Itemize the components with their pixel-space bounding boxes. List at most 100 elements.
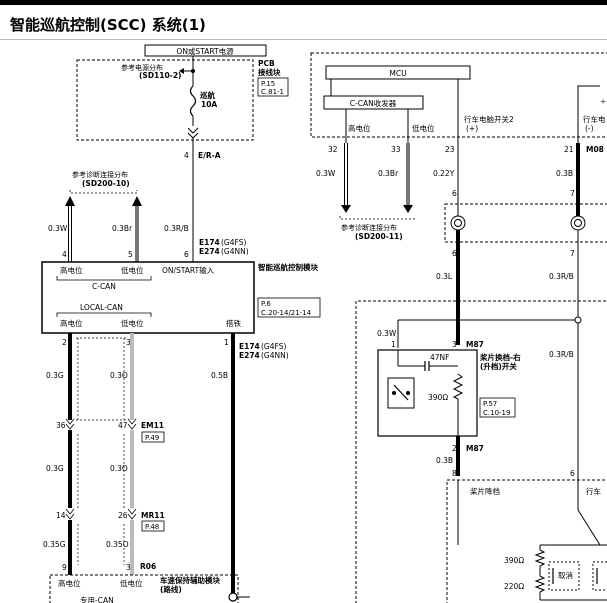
ref-power-code: (SD110-2) — [139, 71, 181, 80]
wire-label-0.35g: 0.35G — [43, 540, 66, 549]
mcu-wire-label-0.3b: 0.3B — [556, 169, 573, 178]
bottom-can: 专用-CAN — [80, 595, 114, 603]
scc-module-title: 智能巡航控制模块 — [258, 262, 318, 272]
mcu-wire-label-0.22y: 0.22Y — [433, 169, 455, 178]
diag-arrow-white-head — [65, 196, 75, 206]
paddle-cap-label: 47NF — [430, 353, 449, 362]
ref-diag-2-bracket — [339, 216, 415, 220]
fuse-label-1: 巡航 — [200, 90, 215, 100]
lower-res-220: 220Ω — [504, 582, 524, 591]
twisted-pair-dash-1 — [76, 337, 126, 421]
mcu-label-box — [325, 65, 471, 80]
wire-label-0.3l: 0.3L — [436, 272, 453, 281]
clock-spring-left-inner — [454, 219, 462, 227]
wire-label-0.3g-1: 0.3G — [46, 371, 64, 380]
lower-resistor-390 — [534, 549, 546, 567]
mcu-pin-33: 33 — [391, 145, 401, 154]
module-low-2: 低电位 — [121, 318, 144, 328]
em11-chevron-g — [65, 418, 75, 430]
ref-power-label: 参考电源分布 — [121, 63, 163, 72]
lower-switch-dashed-box — [446, 479, 607, 603]
mr11-chevron-g — [65, 508, 75, 520]
module-ref-1: P.6 — [261, 300, 271, 308]
clock-spring-left-outer — [450, 215, 466, 231]
hold-module-label-2: (路线) — [160, 584, 182, 594]
e174-label: E174 — [199, 238, 220, 247]
module-ref-box — [257, 297, 321, 318]
pin-2: 2 — [62, 338, 67, 347]
em11-ref-box — [141, 431, 165, 443]
fuse-label-2: 10A — [201, 100, 217, 109]
ground-terminal — [228, 592, 238, 602]
bottom-low: 低电位 — [120, 578, 143, 588]
drive-bottom-label: 行车 — [586, 486, 601, 496]
mr11-ref: P.48 — [145, 523, 159, 531]
paddle-resistor — [452, 373, 464, 400]
drive-right-label: 行车电 — [583, 114, 606, 124]
pin-1: 1 — [224, 338, 229, 347]
wire-label-0.3rb-right: 0.3R/B — [549, 272, 574, 281]
clock-pin-7: 7 — [570, 189, 575, 198]
mcu-diag-arrow-br — [403, 205, 413, 213]
mcu-high-label: 高电位 — [348, 123, 371, 133]
em11-chevron-o — [127, 418, 137, 430]
e274-lower: E274 — [239, 351, 260, 360]
ref-diag-2-code: (SD200-11) — [355, 232, 403, 241]
lower-res-390: 390Ω — [504, 556, 524, 565]
module-ref-2: C.20-14/21-14 — [261, 309, 312, 317]
g4fs-lower: (G4FS) — [261, 342, 286, 351]
ref-diag-1-code: (SD200-10) — [82, 179, 130, 188]
clock-spring-right-outer — [570, 215, 586, 231]
c-can-bracket — [56, 276, 152, 281]
paddle-label-1: 桨片换档-右 — [479, 352, 521, 362]
em11-label: EM11 — [141, 421, 164, 430]
conn-pin-6: 6 — [184, 250, 189, 259]
switch-pin-1: 1 — [391, 340, 396, 349]
power-source-box — [144, 44, 267, 57]
module-high-2: 高电位 — [60, 318, 83, 328]
c-can-label: C-CAN — [92, 282, 116, 291]
drive-sw2-label: 行车电脑开关2 — [464, 114, 514, 124]
paddle-switch-contact — [387, 377, 415, 409]
conn-pin-4: 4 — [62, 250, 67, 259]
pin-3: 3 — [126, 338, 131, 347]
wire-label-0.5b: 0.5B — [211, 371, 228, 380]
mcu-wire-label-0.3br: 0.3Br — [378, 169, 399, 178]
fuse-symbol — [189, 85, 197, 117]
module-on-start: ON/START输入 — [162, 265, 215, 275]
cancel-switch-box — [548, 561, 580, 591]
paddle-ref-box — [479, 397, 516, 418]
hold-module-label-1: 车速保持辅助模块 — [160, 575, 220, 585]
pin-36: 36 — [56, 421, 66, 430]
e274-label: E274 — [199, 247, 220, 256]
drive-right-pol: (-) — [585, 124, 594, 133]
pcb-junction-dashed-box — [76, 59, 254, 141]
pcb-label-1: PCB — [258, 59, 275, 68]
g4fs-label: (G4FS) — [221, 238, 246, 247]
ccan-rx-box — [323, 95, 424, 110]
module-high-1: 高电位 — [60, 265, 83, 275]
paddle-ref-1: P.57 — [483, 400, 497, 408]
pin-3-bottom: 3 — [126, 563, 131, 572]
pcb-ref-2: C.81-1 — [261, 88, 284, 96]
switch-wire-0.3w: 0.3W — [377, 329, 397, 338]
clock-pin-6: 6 — [452, 189, 457, 198]
m87-bottom-pin: 2 — [452, 444, 457, 453]
mcu-low-label: 低电位 — [412, 123, 435, 133]
r06-label: R06 — [140, 562, 156, 571]
pin-9: 9 — [62, 563, 67, 572]
clock-pin-6b: 6 — [452, 249, 457, 258]
paddle-res-label: 390Ω — [428, 393, 448, 402]
em11-ref: P.49 — [145, 434, 159, 442]
pin-4-label: 4 — [184, 151, 189, 160]
mr11-label: MR11 — [141, 511, 165, 520]
wire-label-0.3o-1: 0.3O — [110, 371, 128, 380]
ref-diag-1-label: 参考诊断连接分布 — [72, 170, 128, 179]
m87-top-label: M87 — [466, 340, 484, 349]
paddle-down-label: 桨片降档 — [470, 486, 500, 496]
ref-diag-2-label: 参考诊断连接分布 — [341, 223, 397, 232]
pcb-ref-box — [257, 77, 289, 97]
pcb-ref-1: P.15 — [261, 80, 275, 88]
fuse-connector-chevron — [187, 127, 199, 139]
pin-26: 26 — [118, 511, 128, 520]
